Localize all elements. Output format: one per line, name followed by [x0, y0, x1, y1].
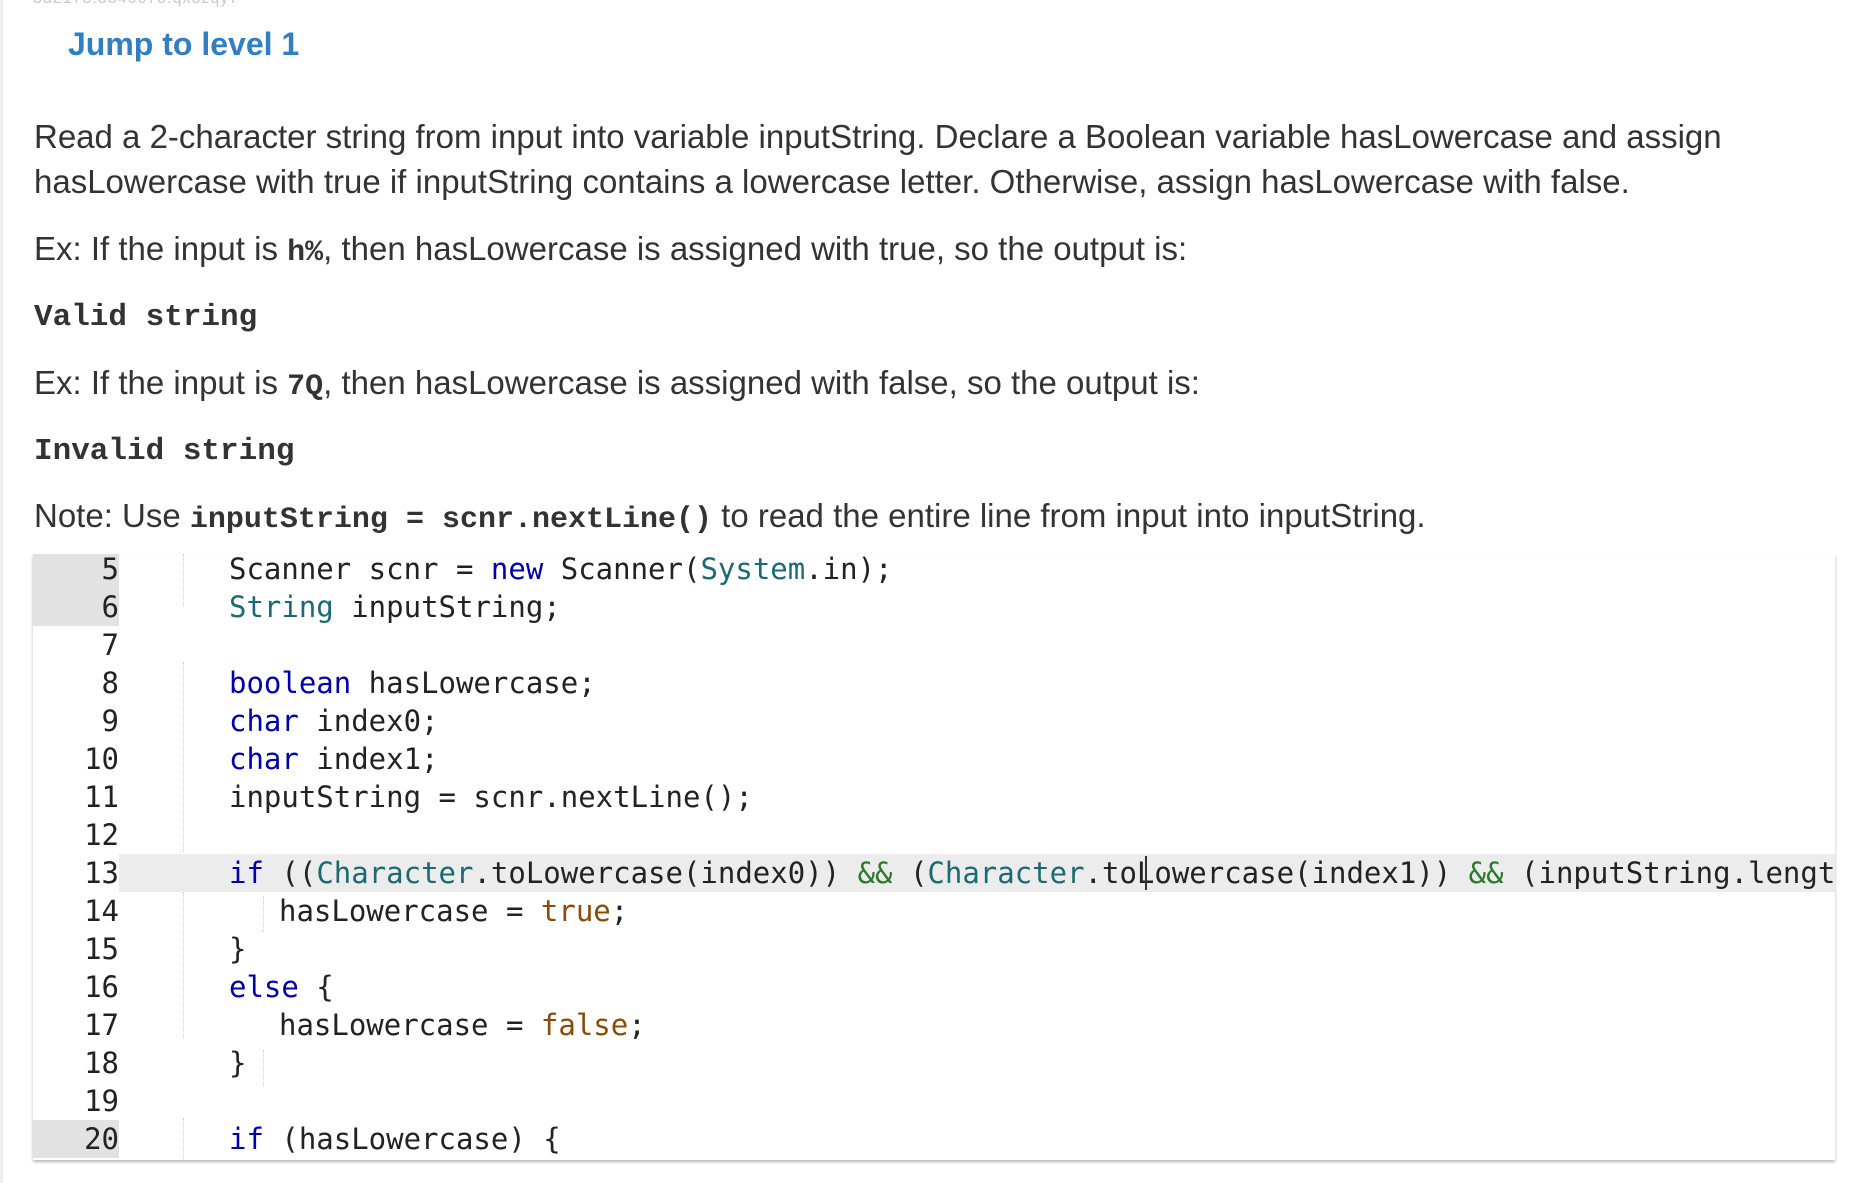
example-2-output: Invalid string — [34, 434, 295, 469]
code-line-8: boolean hasLowercase; — [229, 666, 596, 700]
code-line-18: } — [229, 1046, 247, 1080]
line-number: 7 — [101, 628, 119, 662]
code-line-13: if ((Character.toLowercase(index0)) && (… — [119, 854, 1835, 892]
code-area[interactable]: Scanner scnr = new Scanner(System.in); S… — [119, 554, 1835, 1160]
code-line-17: hasLowercase = false; — [279, 1008, 646, 1042]
left-border — [0, 0, 3, 1183]
line-number: 15 — [84, 932, 119, 966]
line-number: 13 — [84, 856, 119, 890]
note-prefix: Note: Use — [34, 497, 190, 534]
jump-to-level-link[interactable]: Jump to level 1 — [68, 26, 300, 62]
example-1-input: h% — [287, 236, 324, 270]
line-number: 12 — [84, 818, 119, 852]
indent-guide — [183, 554, 184, 606]
instructions: Read a 2-character string from input int… — [34, 114, 1824, 204]
indent-guide — [183, 892, 184, 1038]
code-line-15: } — [229, 932, 247, 966]
example-2-suffix: , then hasLowercase is assigned with fal… — [323, 364, 1200, 401]
code-editor[interactable]: 5 6 7 8 9 10 11 12 13 14 15 16 17 18 19 … — [33, 554, 1835, 1160]
instructions-line-1: Read a 2-character string from input int… — [34, 118, 1722, 155]
code-line-20: if (hasLowercase) { — [229, 1122, 561, 1156]
text-cursor — [1145, 856, 1147, 890]
code-line-5: Scanner scnr = new Scanner(System.in); — [229, 554, 893, 586]
line-number: 8 — [101, 666, 119, 700]
example-1-suffix: , then hasLowercase is assigned with tru… — [323, 230, 1188, 267]
example-1-output: Valid string — [34, 300, 258, 335]
indent-guide — [263, 1050, 264, 1086]
line-number: 14 — [84, 894, 119, 928]
line-number: 20 — [33, 1120, 119, 1158]
line-number: 10 — [84, 742, 119, 776]
example-1-prefix: Ex: If the input is — [34, 230, 288, 267]
example-2-prefix: Ex: If the input is — [34, 364, 288, 401]
line-number: 6 — [33, 588, 119, 626]
indent-guide — [263, 896, 264, 932]
indent-guide — [183, 662, 184, 852]
code-line-16: else { — [229, 970, 334, 1004]
example-2: Ex: If the input is 7Q, then hasLowercas… — [34, 360, 1824, 410]
instructions-line-2: hasLowercase with true if inputString co… — [34, 163, 1630, 200]
code-line-14: hasLowercase = true; — [279, 894, 629, 928]
indent-guide — [183, 1118, 184, 1160]
note-code: inputString = scnr.nextLine() — [189, 503, 712, 537]
example-1: Ex: If the input is h%, then hasLowercas… — [34, 226, 1824, 276]
code-line-10: char index1; — [229, 742, 439, 776]
line-number: 17 — [84, 1008, 119, 1042]
code-line-11: inputString = scnr.nextLine(); — [229, 780, 753, 814]
code-line-9: char index0; — [229, 704, 439, 738]
line-number: 11 — [84, 780, 119, 814]
code-line-6: String inputString; — [229, 590, 561, 624]
example-2-input: 7Q — [287, 370, 324, 404]
line-number-gutter: 5 6 7 8 9 10 11 12 13 14 15 16 17 18 19 … — [33, 554, 119, 1160]
line-number: 16 — [84, 970, 119, 1004]
line-number: 5 — [33, 554, 119, 588]
line-number: 18 — [84, 1046, 119, 1080]
level-code: 3d2173.3346678.qx3zqy7 — [33, 0, 239, 8]
line-number: 9 — [101, 704, 119, 738]
note: Note: Use inputString = scnr.nextLine() … — [34, 493, 1824, 543]
line-number: 19 — [84, 1084, 119, 1118]
note-suffix: to read the entire line from input into … — [712, 497, 1426, 534]
